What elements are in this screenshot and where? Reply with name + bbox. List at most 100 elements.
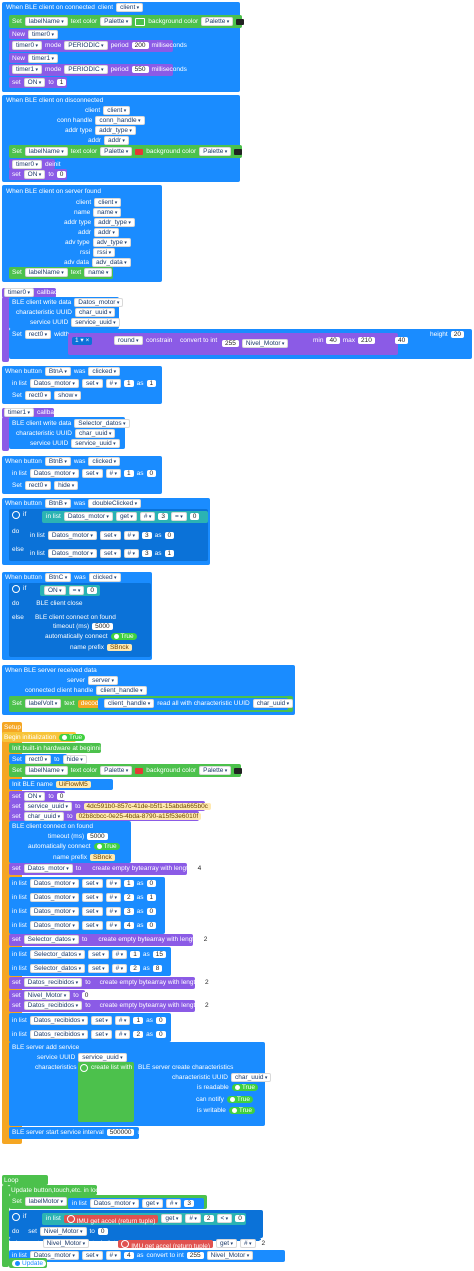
action-dropdown[interactable]: clicked — [88, 573, 121, 582]
button-dropdown[interactable]: BtnB — [44, 499, 71, 508]
operator-dropdown[interactable]: = — [68, 586, 85, 595]
begin-init-toggle[interactable]: True — [59, 734, 86, 741]
index-input[interactable]: 2 — [203, 1215, 214, 1222]
multiply-block[interactable]: 1 ▾ × — [72, 336, 93, 345]
client-dropdown[interactable]: client — [116, 3, 144, 12]
label-dropdown[interactable]: labelName — [24, 17, 68, 26]
set-dropdown[interactable]: set — [81, 1251, 103, 1260]
period-input[interactable]: 550 — [131, 66, 149, 73]
index-dropdown[interactable]: # — [185, 1214, 201, 1223]
index-input[interactable]: 4 — [124, 1252, 134, 1259]
interval-input[interactable]: 500000 — [106, 1129, 135, 1136]
gear-icon[interactable] — [12, 584, 20, 593]
value-input[interactable]: 0 — [146, 908, 157, 915]
visibility-dropdown[interactable]: show — [54, 391, 82, 400]
timer-dropdown[interactable]: timer0 — [12, 41, 42, 50]
ble-server-found-event-block[interactable] — [2, 185, 162, 282]
timer-dropdown[interactable]: timer1 — [4, 408, 34, 417]
color-swatch-black[interactable] — [234, 148, 243, 155]
index-input[interactable]: 3 — [184, 1200, 195, 1207]
value-input[interactable]: 0 — [146, 470, 157, 477]
index-dropdown[interactable]: # — [105, 893, 122, 902]
palette-dropdown[interactable]: Palette — [100, 17, 133, 26]
data-dropdown[interactable]: Selector_datos — [74, 419, 130, 428]
operator-dropdown[interactable]: = — [171, 512, 187, 521]
variable-dropdown[interactable]: ON — [23, 170, 46, 179]
color-swatch-black[interactable] — [234, 767, 243, 774]
addr-type-dropdown[interactable]: addr_type — [94, 218, 135, 227]
index-dropdown[interactable]: # — [105, 379, 122, 388]
adv-data-dropdown[interactable]: adv_data — [91, 258, 131, 267]
ble-name-input[interactable]: UiFlowM5 — [55, 781, 91, 788]
index-input[interactable]: 3 — [124, 908, 134, 915]
visibility-dropdown[interactable]: hide — [62, 755, 87, 764]
variable-dropdown[interactable]: Nivel_Motor — [206, 1251, 254, 1260]
update-toggle[interactable]: Update — [12, 1260, 46, 1267]
mode-dropdown[interactable]: PERIODIC — [64, 65, 108, 74]
char-uuid-dropdown[interactable]: char_uuid — [74, 308, 116, 317]
label-dropdown[interactable]: labelName — [24, 147, 68, 156]
value-input[interactable]: 0 — [56, 793, 67, 800]
index-dropdown[interactable]: # — [105, 469, 122, 478]
adv-type-dropdown[interactable]: adv_type — [92, 238, 131, 247]
value-input[interactable]: 8 — [152, 965, 163, 972]
value-input[interactable]: 0 — [146, 880, 157, 887]
decode-block[interactable]: decode — [77, 699, 106, 708]
list-dropdown[interactable]: Datos_motor — [29, 1251, 79, 1260]
set-dropdown[interactable]: set — [91, 1016, 112, 1025]
index-input[interactable]: 1 — [133, 1017, 144, 1024]
index-input[interactable]: 1 — [124, 880, 134, 887]
timer-dropdown[interactable]: timer1 — [12, 65, 42, 74]
client-handle-dropdown[interactable]: client_handle — [96, 686, 147, 695]
rssi-dropdown[interactable]: rssi — [93, 248, 116, 257]
set-dropdown[interactable]: set — [91, 1030, 112, 1039]
visibility-dropdown[interactable]: hide — [54, 481, 79, 490]
value-input[interactable]: 1 — [164, 550, 175, 557]
variable-dropdown[interactable]: Nivel_Motor — [241, 339, 289, 348]
timeout-input[interactable]: 5000 — [87, 833, 108, 840]
variable-dropdown[interactable]: service_uuid — [23, 802, 73, 811]
list-dropdown[interactable]: Datos_motor — [63, 512, 113, 521]
period-input[interactable]: 200 — [131, 42, 149, 49]
name-prefix-input[interactable]: SBnck — [106, 644, 132, 651]
ble-start-service-block[interactable] — [9, 1127, 139, 1139]
round-dropdown[interactable]: round — [114, 336, 143, 345]
value-input[interactable]: 0 — [189, 513, 200, 520]
label-dropdown[interactable]: labelMotor — [24, 1197, 68, 1206]
index-input[interactable]: 1 — [124, 470, 134, 477]
index-dropdown[interactable]: # — [105, 1251, 122, 1260]
client-dropdown[interactable]: client — [94, 198, 122, 207]
list-dropdown[interactable]: Datos_motor — [29, 379, 79, 388]
timeout-input[interactable]: 5000 — [92, 623, 113, 630]
min-input[interactable]: 40 — [326, 337, 340, 344]
button-dropdown[interactable]: BtnC — [44, 573, 72, 582]
variable-dropdown[interactable]: char_uuid — [23, 812, 65, 821]
length-input[interactable]: 2 — [201, 979, 212, 986]
index-dropdown[interactable]: # — [239, 1239, 256, 1248]
timer-dropdown[interactable]: timer1 — [28, 54, 58, 63]
action-dropdown[interactable]: clicked — [88, 457, 121, 466]
index-input[interactable]: 3 — [142, 550, 152, 557]
value-input[interactable]: 0 — [97, 1228, 108, 1235]
data-dropdown[interactable]: Datos_motor — [74, 298, 124, 307]
index-input[interactable]: 2 — [124, 894, 134, 901]
action-dropdown[interactable]: clicked — [88, 367, 121, 376]
rect-dropdown[interactable]: rect0 — [24, 330, 52, 339]
operator-dropdown[interactable]: < — [216, 1214, 233, 1223]
index-dropdown[interactable]: # — [123, 549, 140, 558]
index-input[interactable]: 1 — [130, 951, 140, 958]
index-dropdown[interactable]: # — [111, 964, 128, 973]
index-input[interactable]: 2 — [258, 1240, 269, 1247]
variable-dropdown[interactable]: Selector_datos — [23, 935, 79, 944]
palette-dropdown-2[interactable]: Palette — [201, 17, 234, 26]
value-input[interactable]: 1 — [146, 894, 157, 901]
gear-icon[interactable] — [121, 1239, 130, 1248]
imu-accel-block[interactable]: IMU get accel (return tuple) — [118, 1239, 214, 1250]
set-dropdown[interactable]: set — [81, 921, 103, 930]
palette-dropdown-2[interactable]: Palette — [199, 147, 232, 156]
max-input[interactable]: 210 — [358, 337, 375, 344]
begin-init-block[interactable] — [2, 732, 76, 742]
index-dropdown[interactable]: # — [105, 907, 122, 916]
readable-toggle[interactable]: True — [231, 1084, 258, 1091]
list-dropdown[interactable]: Selector_datos — [29, 950, 86, 959]
